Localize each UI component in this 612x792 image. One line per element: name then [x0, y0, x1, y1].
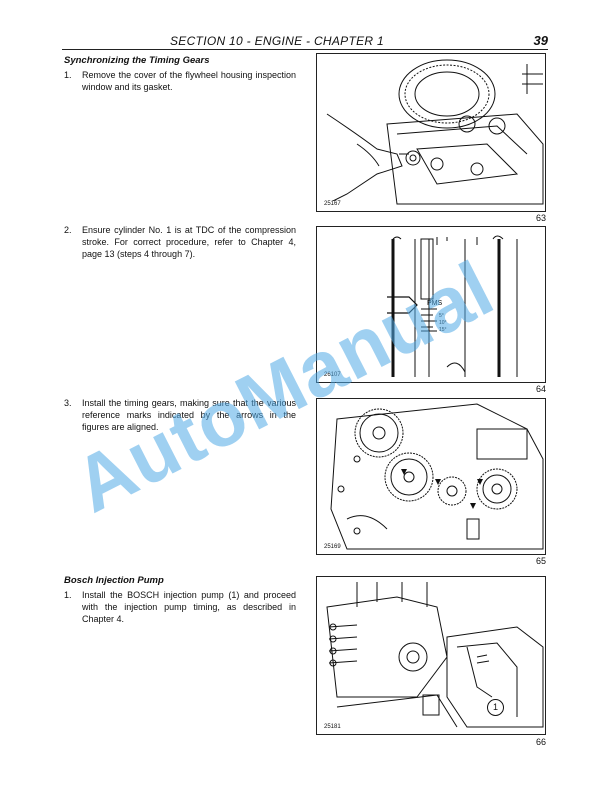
- page-number: 39: [533, 33, 548, 48]
- section-heading-timing-gears: Synchronizing the Timing Gears: [64, 55, 210, 66]
- figure-code: 25181: [323, 724, 342, 730]
- step-text: Ensure cylinder No. 1 is at TDC of the c…: [82, 225, 296, 259]
- figure-64-tdc-marks: PMS 5° 10° 15° 26107: [316, 226, 546, 383]
- page-header: SECTION 10 - ENGINE - CHAPTER 1 39: [62, 33, 548, 52]
- step-number: 2.: [64, 225, 72, 235]
- figure-66-bosch-pump: 1 25181: [316, 576, 546, 735]
- step-2-timing: 2. Ensure cylinder No. 1 is at TDC of th…: [64, 224, 296, 264]
- step-number: 3.: [64, 398, 72, 408]
- section-heading-bosch-pump: Bosch Injection Pump: [64, 575, 164, 586]
- figure-number: 65: [535, 556, 546, 566]
- figure-63-flywheel-inspection: 25167: [316, 53, 546, 212]
- figure-code: 26107: [323, 372, 342, 378]
- tdc-marks-illustration: PMS 5° 10° 15°: [387, 235, 518, 377]
- figure-65-timing-gears: 25169: [316, 398, 546, 555]
- step-number: 1.: [64, 590, 72, 600]
- figure-number: 63: [535, 213, 546, 223]
- bosch-pump-illustration: [326, 582, 544, 728]
- degree-5-label: 5°: [439, 313, 444, 319]
- section-title: SECTION 10 - ENGINE - CHAPTER 1: [169, 34, 384, 48]
- step-3-timing: 3. Install the timing gears, making sure…: [64, 397, 296, 437]
- timing-gears-illustration: [330, 403, 544, 550]
- callout-1: 1: [487, 699, 504, 716]
- figure-code: 25169: [323, 544, 342, 550]
- step-number: 1.: [64, 70, 72, 80]
- step-1-timing: 1. Remove the cover of the flywheel hous…: [64, 69, 296, 95]
- pms-label: PMS: [427, 300, 443, 307]
- flywheel-illustration: [326, 59, 544, 205]
- degree-10-label: 10°: [439, 320, 447, 326]
- step-text: Install the timing gears, making sure th…: [82, 398, 296, 432]
- figure-number: 66: [535, 737, 546, 747]
- step-text: Remove the cover of the flywheel housing…: [82, 70, 296, 92]
- figure-number: 64: [535, 384, 546, 394]
- step-1-bosch: 1. Install the BOSCH injection pump (1) …: [64, 589, 296, 629]
- header-rule: [62, 49, 548, 50]
- figure-code: 25167: [323, 201, 342, 207]
- degree-15-label: 15°: [439, 327, 447, 333]
- step-text: Install the BOSCH injection pump (1) and…: [82, 590, 296, 624]
